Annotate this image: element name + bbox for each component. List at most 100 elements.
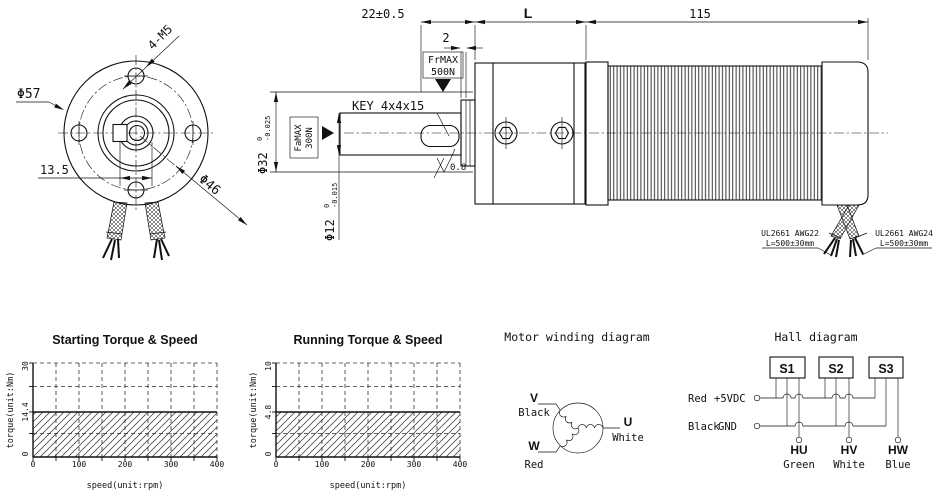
radial-load-callout: FrMAX 500N [422, 51, 464, 92]
gearbox-screw [494, 117, 518, 149]
vcc-rail [760, 393, 875, 399]
y-axis-title: torque(unit:Nm) [249, 372, 259, 449]
output-hw-label: HW [888, 443, 909, 457]
hv-terminal [845, 436, 853, 444]
gnd-wire-color: Black [688, 421, 720, 433]
y-tick-limit: 14.4 [21, 402, 30, 421]
hub-width-label: 13.5 [40, 163, 69, 177]
boss-inner-circle [102, 99, 170, 167]
svg-text:100: 100 [315, 460, 330, 469]
y-tick-max: 30 [21, 361, 30, 371]
x-axis-title: speed(unit:rpm) [330, 481, 407, 491]
wire-color-w: Red [525, 459, 544, 471]
thread-label: 4-M5 [145, 22, 175, 52]
svg-text:0: 0 [31, 460, 36, 469]
rear-lead-wires [823, 204, 868, 258]
svg-text:Φ12: Φ12 [323, 219, 337, 241]
shaft-circle [128, 124, 146, 142]
svg-text:300: 300 [164, 460, 179, 469]
y-tick-limit: 4.8 [264, 405, 273, 420]
outer-diameter-label: Φ57 [17, 87, 40, 102]
arrowhead [54, 103, 64, 110]
wire-color-u: White [612, 432, 644, 444]
cable-left-line2: L=500±30mm [766, 239, 814, 248]
svg-text:300: 300 [407, 460, 422, 469]
output-hv-color: White [833, 459, 865, 471]
coil-u [577, 424, 604, 429]
front-view: Φ57 4-M5 Φ46 13.5 [16, 22, 248, 261]
front-lead-wires [102, 201, 170, 261]
gnd-terminal [753, 422, 761, 430]
vcc-net-label: +5VDC [714, 393, 746, 405]
gnd-net-label: GND [718, 421, 737, 433]
sensor-s1-label: S1 [779, 362, 794, 376]
keyway-notch [112, 123, 128, 143]
motor-fins [607, 65, 823, 201]
cable-spec-right: UL2661 AWG24 L=500±30mm [861, 229, 933, 256]
keyway-slot [420, 124, 460, 148]
svg-text:-0.015: -0.015 [331, 183, 339, 208]
wire-color-v: Black [518, 407, 550, 419]
sensor-s3-label: S3 [878, 362, 893, 376]
axial-load-line1: FaMAX [294, 124, 304, 152]
flange-outer-circle [63, 60, 209, 206]
arrowhead [238, 217, 247, 225]
output-hu-label: HU [790, 443, 807, 457]
bolt-holes [70, 67, 202, 199]
chart-title: Starting Torque & Speed [52, 333, 198, 347]
starting-torque-chart: Starting Torque & Speed 30 14.4 0 torque… [6, 333, 224, 491]
shaft-diameter-label: Φ12 0 -0.015 [323, 183, 339, 241]
vcc-terminal [753, 394, 761, 402]
y-tick-max: 10 [264, 361, 273, 371]
boss-outer-circle [97, 94, 175, 172]
arrowhead [176, 166, 185, 174]
hw-terminal [894, 436, 902, 444]
side-view: 22±0.5 L 115 2 FrMAX 500N [256, 5, 933, 258]
svg-text:200: 200 [118, 460, 133, 469]
gnd-rail [760, 421, 886, 427]
motor-end-cap [821, 61, 869, 206]
svg-text:0: 0 [323, 204, 331, 208]
arrowhead [142, 175, 152, 181]
svg-text:0: 0 [256, 137, 264, 141]
hall-diagram: Hall diagram S1 S2 S3 Red +5VDC Black GN… [688, 330, 911, 471]
x-tick-labels: 0 100 200 300 400 [31, 460, 225, 469]
gearbox-housing [474, 62, 586, 205]
cable-right-line2: L=500±30mm [880, 239, 928, 248]
running-torque-chart: Running Torque & Speed 10 4.8 0 torque(u… [249, 333, 467, 491]
cable-spec-left: UL2661 AWG22 L=500±30mm [761, 229, 832, 256]
svg-text:200: 200 [361, 460, 376, 469]
svg-text:0: 0 [274, 460, 279, 469]
gearbox-screw [550, 117, 574, 149]
x-axis-title: speed(unit:rpm) [87, 481, 164, 491]
gearbox-length-dim: L [524, 5, 533, 21]
gridlines [276, 362, 461, 457]
diagonal-centerline [139, 135, 179, 169]
sensor-box-s1 [769, 356, 806, 379]
right-arrow-icon [322, 126, 334, 140]
svg-text:100: 100 [72, 460, 87, 469]
x-tick-labels: 0 100 200 300 400 [274, 460, 468, 469]
y-tick-zero: 0 [264, 451, 273, 456]
output-hw-color: Blue [885, 459, 910, 471]
body-length-dim: 115 [689, 7, 711, 21]
sensor-s2-label: S2 [828, 362, 843, 376]
terminal-w: W [528, 439, 540, 453]
svg-text:400: 400 [453, 460, 468, 469]
key-label: KEY 4x4x15 [352, 99, 424, 113]
winding-title: Motor winding diagram [504, 330, 649, 344]
gridlines [33, 362, 218, 457]
output-hv-label: HV [841, 443, 858, 457]
cable-left-line1: UL2661 AWG22 [761, 229, 819, 238]
motor-winding-diagram: Motor winding diagram V Black U White W … [504, 330, 649, 471]
terminal-v: V [530, 391, 538, 405]
arrowhead [120, 175, 130, 181]
output-hu-color: Green [783, 459, 815, 471]
coil-v [559, 410, 579, 430]
lead-v [538, 403, 561, 411]
arrowhead [146, 58, 155, 67]
coil-w [560, 427, 580, 447]
svg-text:-0.025: -0.025 [264, 116, 272, 141]
shaft-length-dim: 22±0.5 [361, 7, 404, 21]
